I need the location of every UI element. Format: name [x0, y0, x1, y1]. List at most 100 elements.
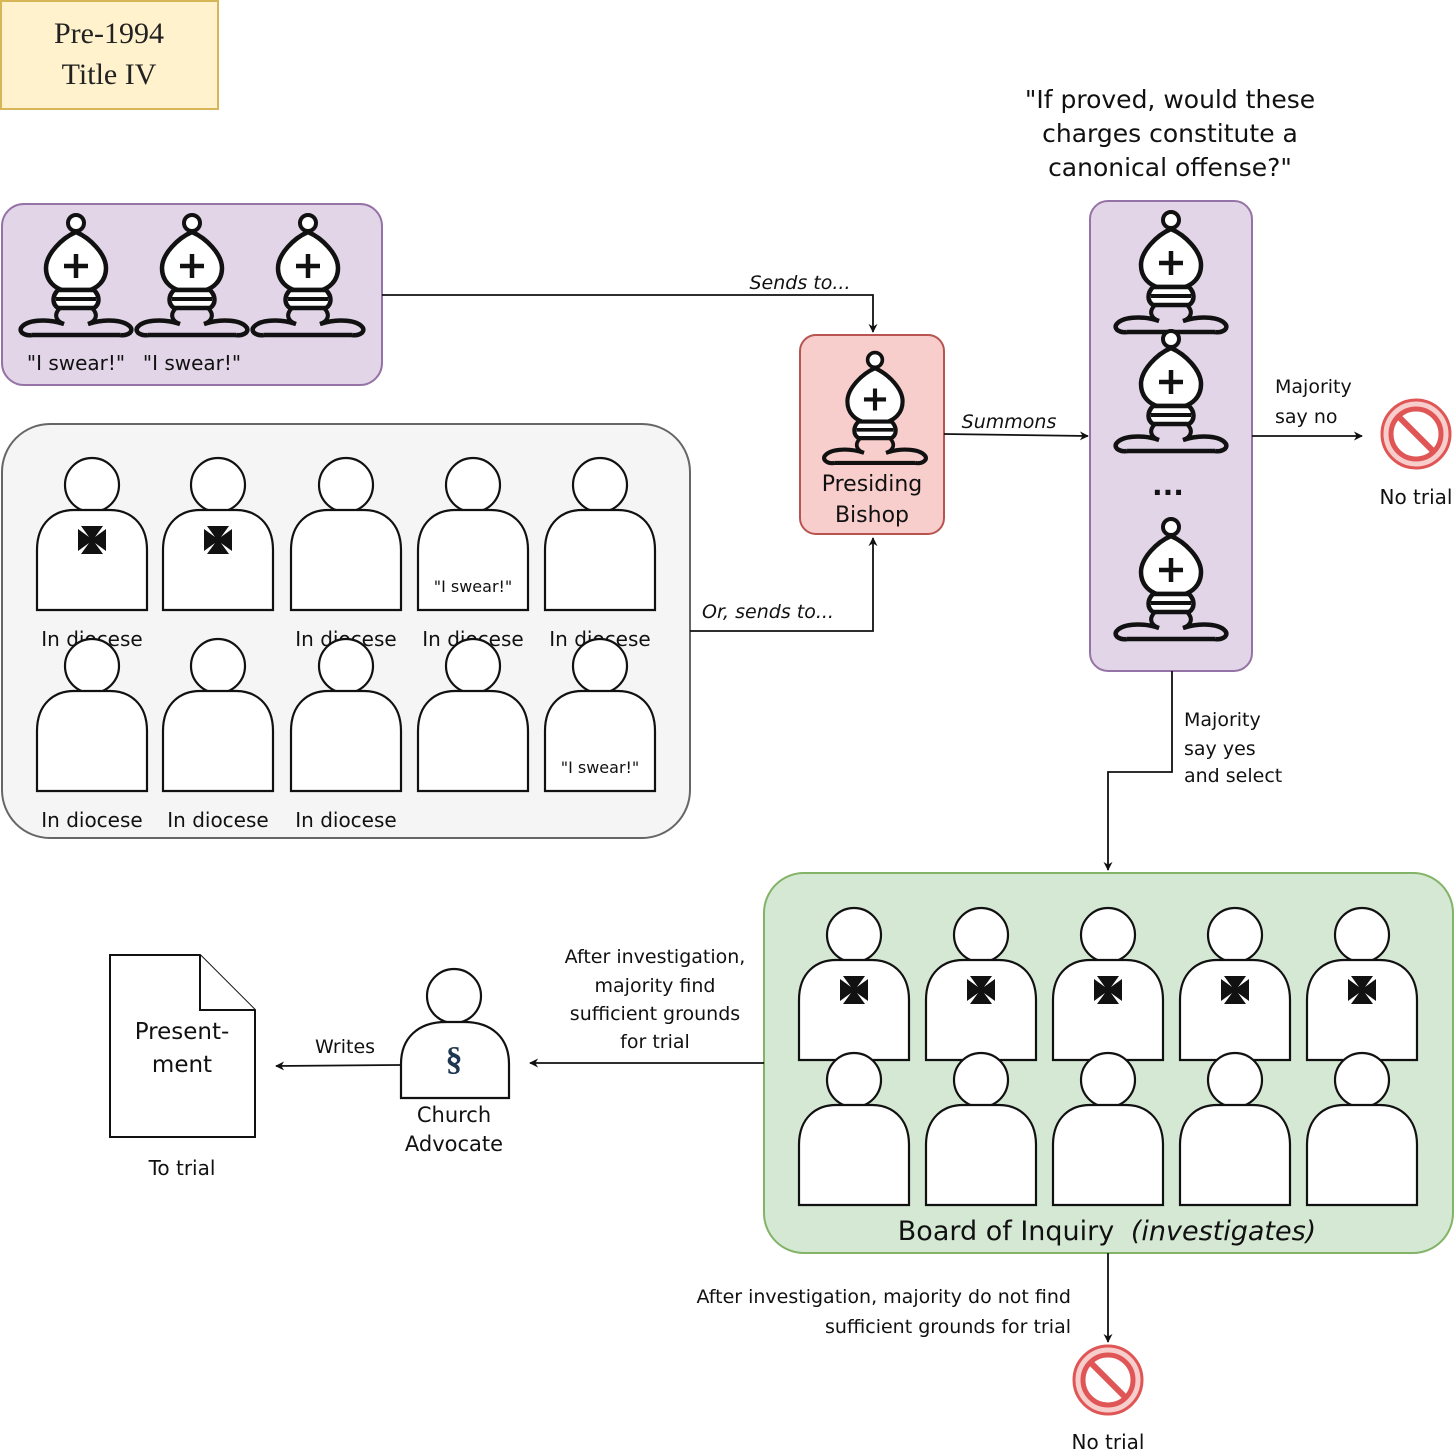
person-head — [63, 456, 121, 514]
edge-label-majority-no-2: say no — [1275, 406, 1338, 428]
board-title: Board of Inquiry (investigates) — [898, 1216, 1316, 1247]
person-icon: In diocese — [35, 637, 149, 832]
edge-label-after-yes-2: majority find — [595, 975, 716, 997]
title-line-2: Title IV — [62, 58, 157, 91]
person-body — [1305, 958, 1419, 1062]
more-bishops-ellipsis: ... — [1152, 469, 1184, 502]
person-head — [1333, 1051, 1391, 1109]
person-icon — [924, 1051, 1038, 1207]
no-entry-icon — [1382, 400, 1450, 468]
person-body — [797, 1103, 911, 1207]
person-body — [924, 1103, 1038, 1207]
church-advocate-node: § Church Advocate — [399, 967, 511, 1156]
person-icon — [1051, 1051, 1165, 1207]
person-body — [35, 508, 149, 612]
edge-label-or-sends-to: Or, sends to... — [702, 601, 834, 623]
title-box-frame — [0, 0, 219, 110]
person-head — [189, 637, 247, 695]
person-body — [289, 689, 403, 793]
person-body — [1305, 1103, 1419, 1207]
person-head — [1079, 1051, 1137, 1109]
document-icon — [109, 954, 256, 1138]
edge-label-majority-yes-2: say yes — [1184, 738, 1256, 760]
board-title-name: Board of Inquiry — [898, 1216, 1114, 1247]
person-body — [289, 508, 403, 612]
person-body — [1051, 1103, 1165, 1207]
no-trial-top-label: No trial — [1380, 485, 1453, 509]
person-icon: In diocese — [161, 637, 275, 832]
person-head — [189, 456, 247, 514]
person-head — [952, 906, 1010, 964]
person-icon — [1178, 1051, 1292, 1207]
person-head — [825, 1051, 883, 1109]
person-head — [1206, 906, 1264, 964]
summoned-bishops-group: ... — [1089, 200, 1253, 672]
no-trial-bottom: No trial — [1072, 1346, 1145, 1454]
board-of-inquiry-group: Board of Inquiry (investigates) — [763, 872, 1454, 1254]
person-body — [797, 958, 911, 1062]
person-body — [1178, 1103, 1292, 1207]
person-head — [1333, 906, 1391, 964]
person-icon — [1305, 1051, 1419, 1207]
question-line-2: charges constitute a — [1042, 119, 1298, 148]
person-icon — [161, 456, 275, 612]
three-bishops-group: "I swear!" "I swear!" — [1, 203, 383, 386]
person-icon — [1178, 906, 1292, 1062]
title-line-1: Pre-1994 — [54, 17, 164, 50]
edge-or-sends-to — [690, 537, 878, 632]
bishop-oath-caption: "I swear!" — [143, 351, 241, 375]
person-head — [444, 456, 502, 514]
person-icon: In diocese — [289, 637, 403, 832]
person-head — [1206, 1051, 1264, 1109]
person-head — [444, 637, 502, 695]
person-icon — [1305, 906, 1419, 1062]
edge-summons — [943, 431, 1089, 441]
edge-label-after-yes-4: for trial — [620, 1031, 690, 1053]
person-head — [825, 906, 883, 964]
no-trial-bottom-label: No trial — [1072, 1430, 1145, 1454]
edge-sends-to — [382, 294, 878, 333]
person-head — [952, 1051, 1010, 1109]
person-icon — [416, 637, 530, 793]
person-icon: "I swear!"In diocese — [416, 456, 530, 651]
presentment-document: Present- ment To trial — [109, 954, 256, 1180]
bishop-oath-caption: "I swear!" — [27, 351, 125, 375]
person-label: In diocese — [295, 808, 396, 832]
person-body — [543, 689, 657, 793]
presiding-bishop-label-1: Presiding — [822, 472, 923, 497]
presiding-bishop-label-2: Bishop — [835, 503, 909, 528]
person-body — [161, 508, 275, 612]
person-head — [425, 967, 483, 1025]
edge-writes — [275, 1061, 402, 1071]
presentment-label-2: ment — [152, 1052, 212, 1078]
person-label: In diocese — [167, 808, 268, 832]
person-label: In diocese — [41, 808, 142, 832]
edge-majority-yes — [1103, 671, 1173, 871]
to-trial-caption: To trial — [148, 1156, 216, 1180]
edges: Sends to... Or, sends to... Summons Majo… — [275, 272, 1363, 1343]
presentment-label-1: Present- — [135, 1019, 230, 1045]
board-people — [797, 906, 1419, 1207]
church-advocate-label-2: Advocate — [405, 1132, 503, 1156]
edge-label-writes: Writes — [315, 1036, 375, 1058]
person-icon: In diocese — [289, 456, 403, 651]
person-body — [924, 958, 1038, 1062]
document-fold — [199, 955, 255, 1011]
edge-label-after-yes-1: After investigation, — [565, 946, 746, 968]
no-trial-top: No trial — [1380, 400, 1453, 509]
question-line-1: "If proved, would these — [1025, 85, 1315, 114]
person-body — [1178, 958, 1292, 1062]
question-line-3: canonical offense?" — [1048, 153, 1292, 182]
person-body — [543, 508, 657, 612]
person-icon: In diocese — [543, 456, 657, 651]
edge-label-after-no-1: After investigation, majority do not fin… — [696, 1286, 1071, 1308]
person-head — [1079, 906, 1137, 964]
oath-quote: "I swear!" — [434, 577, 513, 596]
person-body — [416, 689, 530, 793]
edge-label-majority-yes-3: and select — [1184, 765, 1282, 787]
church-advocate-label-1: Church — [417, 1103, 491, 1127]
no-entry-icon — [1074, 1346, 1142, 1414]
title-box: Pre-1994 Title IV — [0, 0, 219, 110]
person-head — [317, 456, 375, 514]
